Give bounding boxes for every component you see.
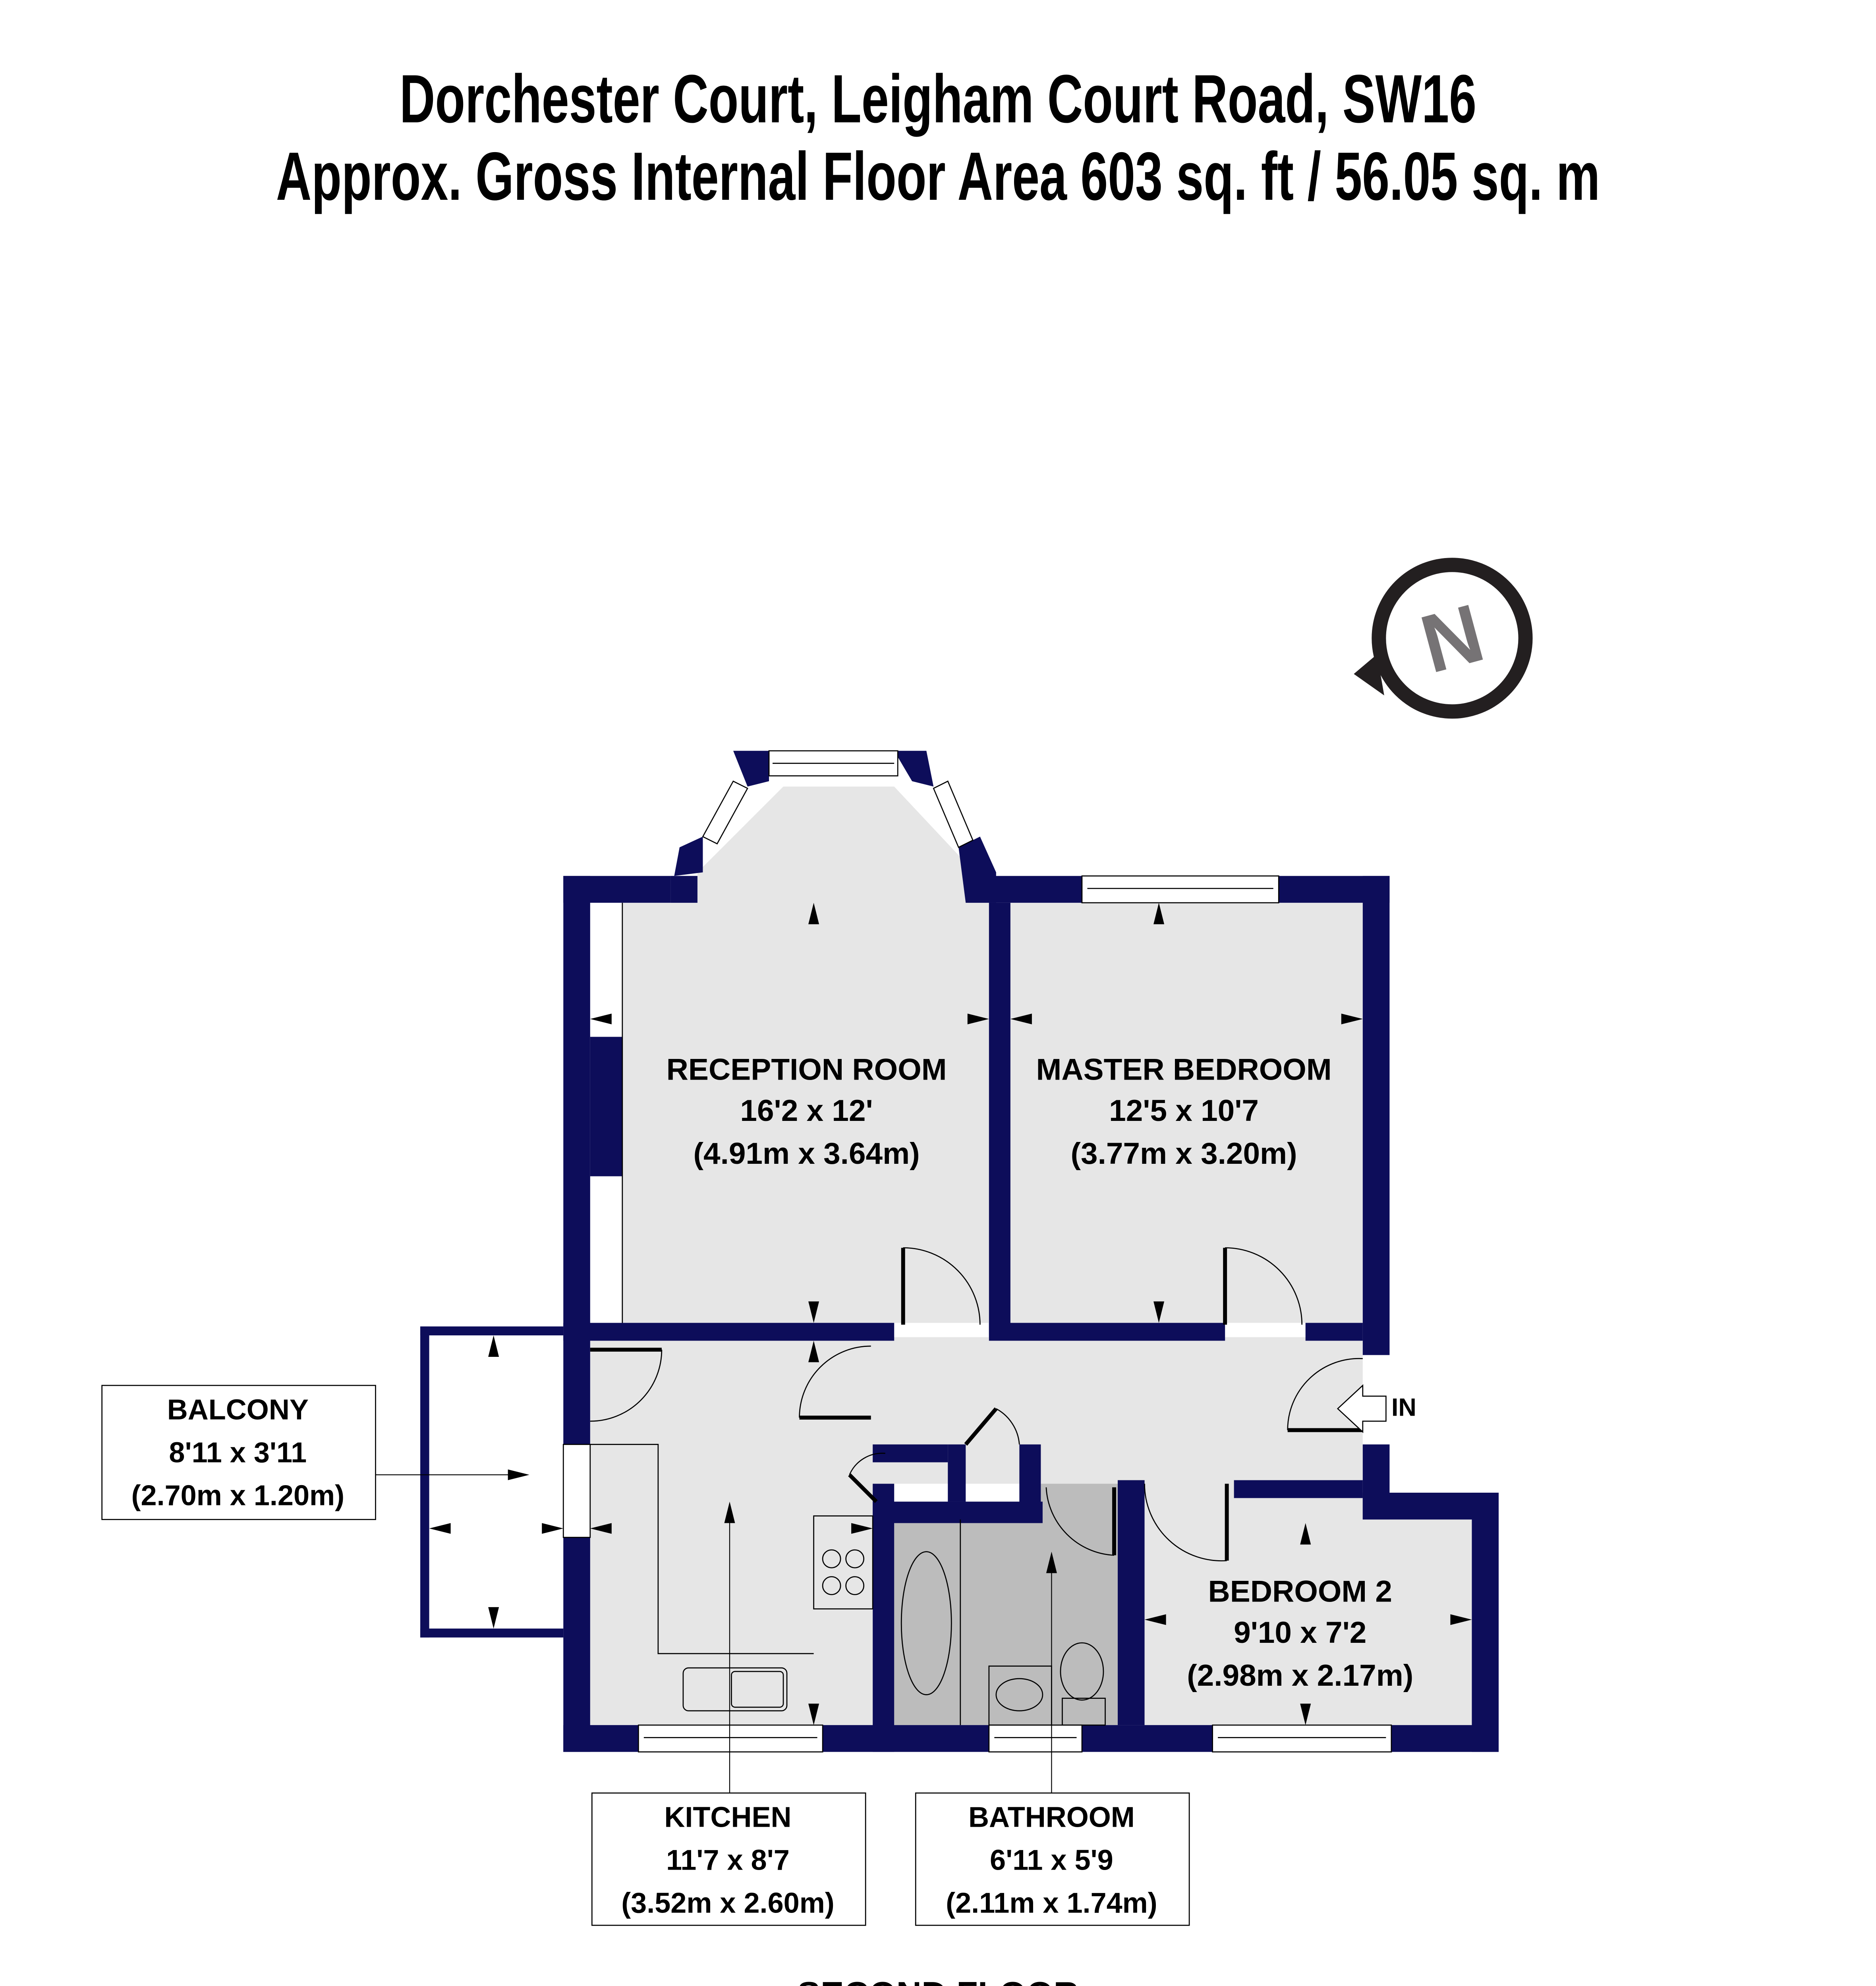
svg-text:(3.77m x 3.20m): (3.77m x 3.20m) xyxy=(1071,1137,1297,1171)
svg-text:9'10 x 7'2: 9'10 x 7'2 xyxy=(1234,1616,1366,1650)
room-label-reception: RECEPTION ROOM 16'2 x 12' (4.91m x 3.64m… xyxy=(667,1053,947,1171)
svg-text:6'11 x 5'9: 6'11 x 5'9 xyxy=(990,1845,1113,1876)
room-label-bathroom: BATHROOM 6'11 x 5'9 (2.11m x 1.74m) xyxy=(915,1792,1190,1926)
windows xyxy=(562,750,1392,1752)
svg-text:RECEPTION ROOM: RECEPTION ROOM xyxy=(667,1053,947,1086)
svg-text:(4.91m x 3.64m): (4.91m x 3.64m) xyxy=(694,1137,920,1171)
entry-arrow-icon xyxy=(1337,1384,1387,1433)
dimension-arrows xyxy=(429,902,1472,1725)
svg-text:(3.52m x 2.60m): (3.52m x 2.60m) xyxy=(621,1887,835,1919)
room-label-bedroom-2: BEDROOM 2 9'10 x 7'2 (2.98m x 2.17m) xyxy=(1187,1575,1413,1693)
svg-text:(2.98m x 2.17m): (2.98m x 2.17m) xyxy=(1187,1659,1413,1692)
compass-letter: N xyxy=(1412,586,1493,690)
room-label-kitchen: KITCHEN 11'7 x 8'7 (3.52m x 2.60m) xyxy=(591,1792,866,1926)
floor-area-subtitle: Approx. Gross Internal Floor Area 603 sq… xyxy=(276,138,1600,214)
hob-icon xyxy=(813,1515,873,1609)
svg-text:(2.11m x 1.74m): (2.11m x 1.74m) xyxy=(946,1887,1157,1919)
svg-text:12'5 x 10'7: 12'5 x 10'7 xyxy=(1109,1094,1259,1128)
svg-text:16'2 x 12': 16'2 x 12' xyxy=(740,1094,873,1128)
sink-icon xyxy=(682,1667,788,1712)
svg-text:MASTER BEDROOM: MASTER BEDROOM xyxy=(1036,1053,1332,1086)
svg-text:BEDROOM 2: BEDROOM 2 xyxy=(1208,1575,1392,1609)
svg-text:BATHROOM: BATHROOM xyxy=(968,1802,1135,1833)
north-compass-icon: N xyxy=(1354,558,1533,719)
svg-text:BALCONY: BALCONY xyxy=(167,1394,309,1426)
floor-level-label: SECOND FLOOR xyxy=(0,1974,1876,1986)
room-label-balcony: BALCONY 8'11 x 3'11 (2.70m x 1.20m) xyxy=(101,1385,376,1520)
svg-text:11'7 x 8'7: 11'7 x 8'7 xyxy=(666,1845,790,1876)
room-label-master-bedroom: MASTER BEDROOM 12'5 x 10'7 (3.77m x 3.20… xyxy=(1036,1053,1332,1171)
svg-text:KITCHEN: KITCHEN xyxy=(664,1802,791,1833)
toilet-icon xyxy=(1060,1642,1104,1701)
page-title: Dorchester Court, Leigham Court Road, SW… xyxy=(399,61,1477,137)
leader-lines xyxy=(375,1474,1052,1793)
svg-text:(2.70m x 1.20m): (2.70m x 1.20m) xyxy=(131,1480,345,1512)
bath-icon xyxy=(900,1551,952,1695)
door-leaves xyxy=(590,1248,1363,1561)
fixtures xyxy=(590,902,1363,1726)
entry-label: IN xyxy=(1391,1394,1416,1422)
svg-text:8'11 x 3'11: 8'11 x 3'11 xyxy=(169,1437,307,1469)
